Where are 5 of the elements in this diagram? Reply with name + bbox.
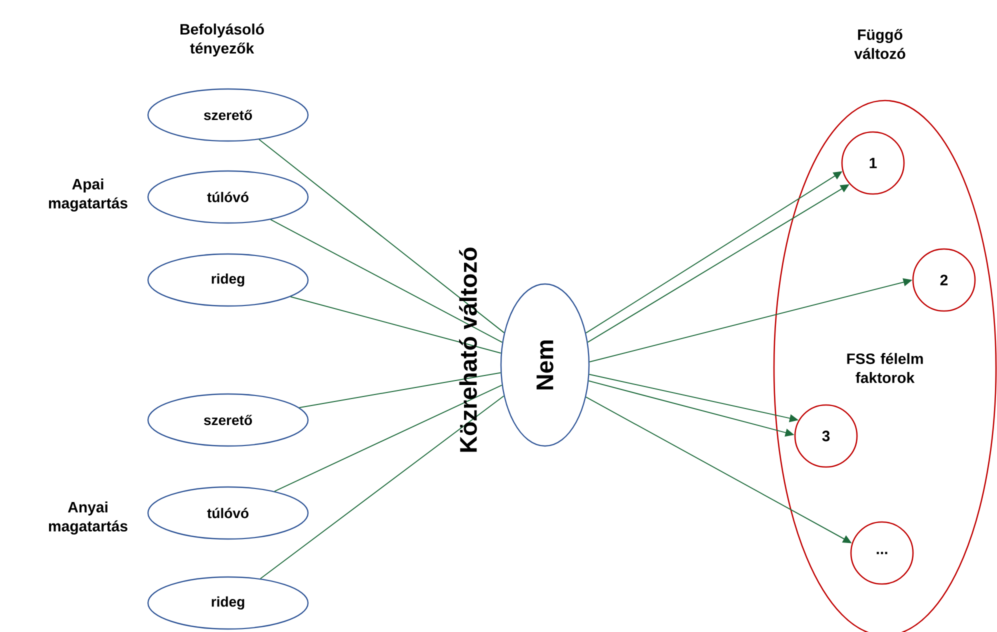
heading: Anyai magatartás [48, 501, 128, 535]
heading: Apai magatartás [48, 178, 128, 212]
axis-title: Közreható változó [459, 248, 477, 452]
heading: Befolyásoló tényezők [180, 23, 264, 57]
heading: Függő változó [854, 29, 906, 59]
